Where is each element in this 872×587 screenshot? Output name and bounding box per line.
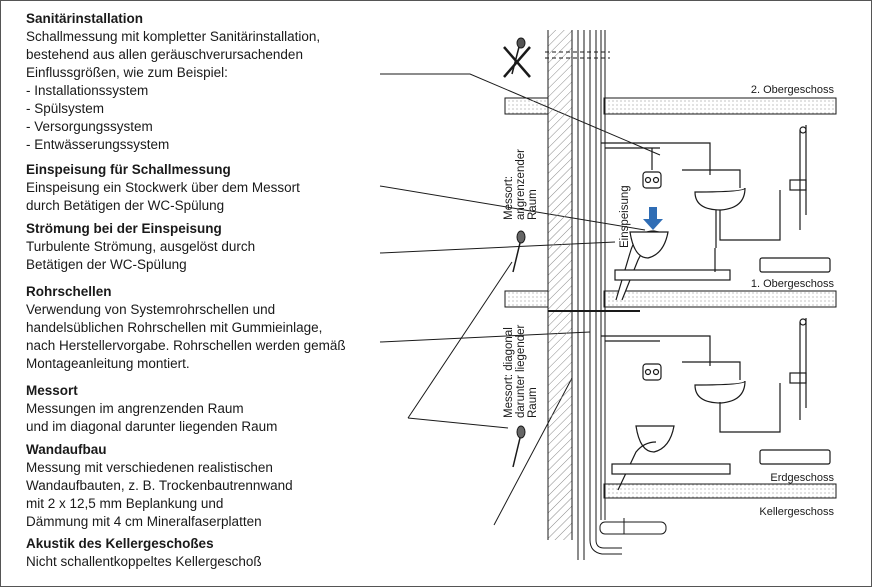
- room-label-line: darunter liegender: [515, 324, 527, 418]
- block-heading: Wandaufbau: [26, 442, 107, 457]
- room-label-line: Messort:: [503, 176, 515, 220]
- room-label-line: Raum: [527, 189, 539, 220]
- basement-pipe: [599, 518, 667, 535]
- block-messort: Messort Messungen im angrenzenden Raum u…: [26, 382, 277, 436]
- room-label-einspeisung: Einspeisung: [619, 185, 631, 248]
- microphone-icon: [512, 425, 526, 468]
- block-line: - Spülsystem: [26, 101, 105, 116]
- block-line: Einspeisung ein Stockwerk über dem Messo…: [26, 180, 300, 195]
- block-line: Dämmung mit 4 cm Mineralfaserplatten: [26, 514, 262, 529]
- block-akustik: Akustik des Kellergeschoßes Nicht schall…: [26, 535, 262, 571]
- block-heading: Einspeisung für Schallmessung: [26, 162, 231, 177]
- flow-arrow-icon: [643, 207, 663, 230]
- block-line: Montageanleitung montiert.: [26, 356, 190, 371]
- block-line: Verwendung von Systemrohrschellen und: [26, 302, 276, 317]
- block-line: Nicht schallentkoppeltes Kellergeschoß: [26, 554, 262, 569]
- block-heading: Akustik des Kellergeschoßes: [26, 536, 214, 551]
- block-line: und im diagonal darunter liegenden Raum: [26, 419, 278, 434]
- room-label-line: angrenzender: [515, 149, 527, 220]
- slab-og1-right: [603, 290, 837, 308]
- floor-label-og1: 1. Obergeschoss: [751, 278, 835, 290]
- block-line: Betätigen der WC-Spülung: [26, 257, 187, 272]
- block-stroemung: Strömung bei der Einspeisung Turbulente …: [26, 220, 255, 274]
- room-label-line: Einspeisung: [619, 185, 631, 248]
- block-line: bestehend aus allen geräuschverursachend…: [26, 47, 303, 62]
- block-sanitaerinstallation: Sanitärinstallation Schallmessung mit ko…: [26, 10, 320, 154]
- slab-og2: [504, 97, 549, 115]
- block-line: mit 2 x 12,5 mm Beplankung und: [26, 496, 224, 511]
- room-label-messort-upper: Messort: angrenzender Raum: [503, 149, 539, 220]
- leader-stroemung: [379, 241, 616, 254]
- block-heading: Sanitärinstallation: [26, 11, 144, 26]
- floor-label-kg: Kellergeschoss: [759, 506, 834, 518]
- block-heading: Strömung bei der Einspeisung: [26, 221, 222, 236]
- block-heading: Messort: [26, 383, 78, 398]
- block-heading: Rohrschellen: [26, 284, 112, 299]
- block-line: durch Betätigen der WC-Spülung: [26, 198, 225, 213]
- sanitary-lower: [601, 318, 831, 491]
- room-label-messort-lower: Messort: diagonal darunter liegender Rau…: [503, 324, 539, 418]
- slab-og1: [504, 290, 549, 308]
- leader-messort-1: [407, 261, 513, 419]
- floor-label-og2: 2. Obergeschoss: [751, 84, 835, 96]
- floor-slabs: [504, 97, 837, 499]
- block-line: - Entwässerungssystem: [26, 137, 170, 152]
- sanitary-upper: [601, 125, 831, 301]
- room-label-line: Messort: diagonal: [503, 327, 515, 418]
- block-wandaufbau: Wandaufbau Messung mit verschiedenen rea…: [26, 441, 293, 531]
- room-label-line: Raum: [527, 387, 539, 418]
- block-line: - Installationssystem: [26, 83, 149, 98]
- block-line: Wandaufbauten, z. B. Trockenbautrennwand: [26, 478, 293, 493]
- block-line: Messungen im angrenzenden Raum: [26, 401, 244, 416]
- microphone-crossed-icon: [503, 37, 531, 78]
- leader-messort-2: [407, 417, 509, 429]
- installation-wall: [547, 30, 573, 540]
- leader-sanitaer: [380, 73, 661, 156]
- riser-pipes: [545, 30, 640, 560]
- block-line: handelsüblichen Rohrschellen mit Gummiei…: [26, 320, 323, 335]
- slab-eg: [603, 483, 837, 499]
- floor-label-eg: Erdgeschoss: [770, 472, 834, 484]
- block-line: Einflussgrößen, wie zum Beispiel:: [26, 65, 228, 80]
- block-line: Schallmessung mit kompletter Sanitärinst…: [26, 29, 321, 44]
- microphone-icon: [512, 230, 526, 273]
- block-line: nach Herstellervorgabe. Rohrschellen wer…: [26, 338, 346, 353]
- block-line: Messung mit verschiedenen realistischen: [26, 460, 273, 475]
- block-line: - Versorgungssystem: [26, 119, 153, 134]
- block-rohrschellen: Rohrschellen Verwendung von Systemrohrsc…: [26, 283, 346, 373]
- block-line: Turbulente Strömung, ausgelöst durch: [26, 239, 256, 254]
- slab-og2-right: [603, 97, 837, 115]
- block-einspeisung: Einspeisung für Schallmessung Einspeisun…: [26, 161, 300, 215]
